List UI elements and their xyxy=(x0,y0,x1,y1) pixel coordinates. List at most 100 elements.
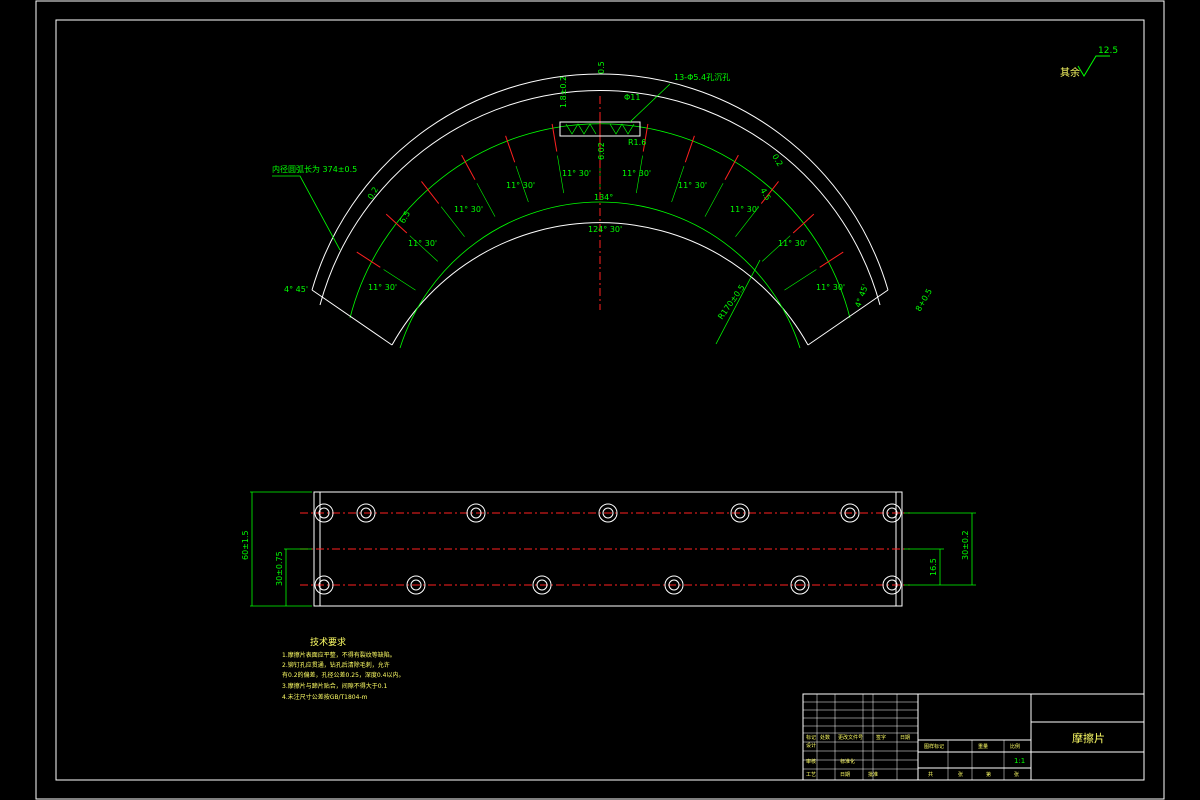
arc-division-line xyxy=(505,135,516,163)
angle-label-5: 11° 30' xyxy=(562,169,591,178)
rivet-hole-inner xyxy=(734,507,746,519)
chamfer-label: R1.6 xyxy=(628,138,646,147)
arc-dim-extension xyxy=(761,235,791,262)
rivet-hole-inner xyxy=(886,579,898,591)
arc-dim-extension xyxy=(636,155,643,194)
leader-note: 内径圆弧长为 374±0.5 xyxy=(272,164,357,174)
angle-label-10: 11° 30' xyxy=(816,283,845,292)
tb-std: 标准化 xyxy=(840,758,855,765)
notes-line-2: 2.铆钉孔应贯通，钻孔后清除毛刺，允许 xyxy=(282,661,390,669)
tb-mark: 标记 xyxy=(806,734,816,741)
tb-design: 设计 xyxy=(806,742,816,749)
tb-date-2: 日期 xyxy=(840,772,850,778)
rivet-hole xyxy=(730,503,750,523)
arc-dim-extension xyxy=(476,183,496,217)
roughness-symbol: 其余 12.5 xyxy=(1060,46,1118,79)
rivet-hole-inner xyxy=(668,579,680,591)
arc-division-line xyxy=(385,213,408,234)
tb-weight: 重量 xyxy=(978,743,988,750)
notes-line-1: 1.摩擦片表面应平整，不得有裂纹等缺陷。 xyxy=(282,651,396,659)
notes-line-4: 3.摩擦片与蹄片贴合，间隙不得大于0.1 xyxy=(282,682,387,690)
rivet-hole xyxy=(314,503,334,523)
small-dim-a: 0.2 xyxy=(366,185,380,201)
scale-value: 1:1 xyxy=(1014,757,1025,765)
angle-label-9: 11° 30' xyxy=(778,239,807,248)
angle-label-3: 11° 30' xyxy=(454,205,483,214)
tb-drawing-mark: 图样标记 xyxy=(924,743,944,750)
countersink-label: Φ11 xyxy=(624,93,640,102)
leader-line xyxy=(272,175,341,251)
rivet-hole-inner xyxy=(794,579,806,591)
rivet-hole-inner xyxy=(602,507,614,519)
arc-division-line xyxy=(792,213,815,234)
arc-division-line xyxy=(760,181,779,204)
arc-division-line xyxy=(819,251,844,268)
sheet-outer-border xyxy=(35,0,1165,800)
arc-dim-extension xyxy=(671,165,685,203)
technical-notes: 技术要求 1.摩擦片表面应平整，不得有裂纹等缺陷。 2.铆钉孔应贯通，钻孔后清除… xyxy=(282,636,404,701)
notes-title: 技术要求 xyxy=(310,636,346,648)
arc-outer xyxy=(311,73,889,291)
tb-scale: 比例 xyxy=(1010,743,1020,750)
rivet-hole xyxy=(314,575,334,595)
tb-review: 审核 xyxy=(806,758,816,765)
rivet-hole-inner xyxy=(360,507,372,519)
rivet-hole xyxy=(466,503,486,523)
arc-dim-extension xyxy=(409,235,439,262)
thickness-label: 6.02 xyxy=(597,142,606,160)
arc-division-line xyxy=(724,154,739,180)
rivet-hole xyxy=(664,575,684,595)
plan-dim-right-total: 30±0.2 xyxy=(961,530,970,560)
plan-dim-left-inner: 30±0.75 xyxy=(275,551,284,586)
hole-note: 13-Φ5.4孔沉孔 xyxy=(674,73,730,82)
arc-division-line xyxy=(551,123,558,152)
radius-label: R170±0.5 xyxy=(716,283,746,321)
arc-outer-2 xyxy=(319,89,881,306)
rivet-hole-inner xyxy=(470,507,482,519)
tb-nth: 第 xyxy=(986,771,991,778)
radius-label-2: 8+0.5 xyxy=(914,287,934,313)
tb-change: 更改文件号 xyxy=(838,734,863,741)
total-angle: 134° xyxy=(594,193,613,202)
part-name: 摩擦片 xyxy=(1072,731,1105,745)
arc-division-line xyxy=(421,181,440,204)
rivet-hole xyxy=(532,575,552,595)
rivet-hole-inner xyxy=(886,507,898,519)
small-dim-d: 4.5 xyxy=(758,187,772,203)
arc-division-line xyxy=(356,251,381,268)
arc-dim-extension xyxy=(440,206,465,237)
rivet-hole-inner xyxy=(844,507,856,519)
arc-dim-extension xyxy=(704,183,724,217)
sheet-inner-border xyxy=(55,19,1145,781)
arc-division-line xyxy=(461,154,476,180)
angle-label-2: 11° 30' xyxy=(408,239,437,248)
angle-label-7: 11° 30' xyxy=(678,181,707,190)
notes-line-3: 有0.2的偏差，孔径公差0.25，深度0.4以内。 xyxy=(282,671,404,679)
arc-division-line xyxy=(684,135,695,163)
angle-label-6: 11° 30' xyxy=(622,169,651,178)
tb-total: 共 xyxy=(928,771,933,778)
arc-dim-extension xyxy=(383,269,416,291)
angle-label-8: 11° 30' xyxy=(730,205,759,214)
tb-process: 工艺 xyxy=(806,772,816,778)
tb-approve: 批准 xyxy=(868,771,878,778)
end-angle-left: 4° 45' xyxy=(284,285,308,294)
end-angle-right: 4° 45' xyxy=(853,283,870,309)
rivet-hole xyxy=(882,575,902,595)
roughness-value: 12.5 xyxy=(1098,46,1118,56)
angle-label-4: 11° 30' xyxy=(506,181,535,190)
tb-sheet: 张 xyxy=(958,771,963,778)
tb-count: 处数 xyxy=(820,734,830,741)
plan-view: 60±1.5 30±0.75 30±0.2 16.5 xyxy=(241,491,976,607)
notes-line-5: 4.未注尺寸公差按GB/T1804-m xyxy=(282,693,368,701)
rivet-hole-inner xyxy=(536,579,548,591)
arc-division-line xyxy=(642,123,649,152)
arc-dim-extension xyxy=(735,206,760,237)
plan-dim-left-total: 60±1.5 xyxy=(241,530,250,560)
countersink-detail xyxy=(559,121,641,137)
title-block: 摩擦片 1:1 标记 处数 更改文件号 签字 日期 设计 审核 工艺 标准化 批… xyxy=(802,693,1145,781)
rivet-hole xyxy=(840,503,860,523)
arc-view: 11° 30' 11° 30' 11° 30' 11° 30' 11° 30' … xyxy=(272,61,934,349)
arc-dim-2 xyxy=(399,201,801,349)
